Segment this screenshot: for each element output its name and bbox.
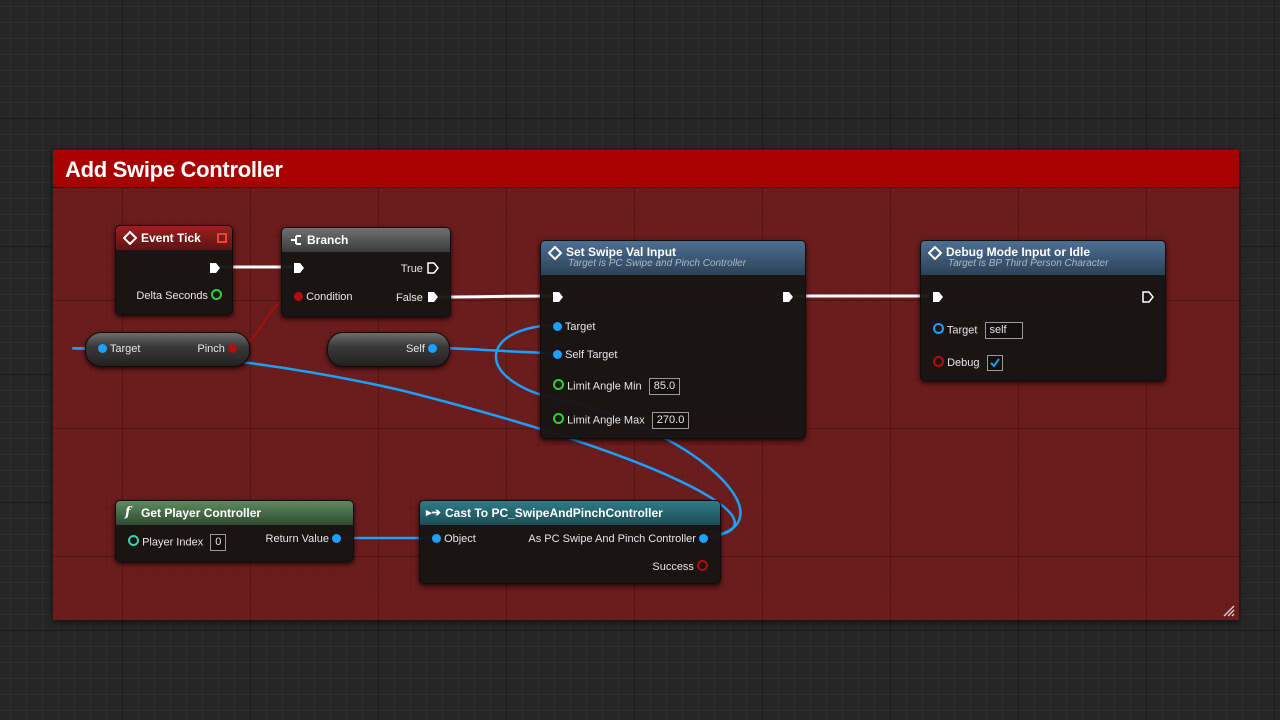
object-pin-icon[interactable] xyxy=(699,534,708,543)
target-label: Target xyxy=(564,321,596,333)
object-pin-icon[interactable] xyxy=(933,323,944,335)
bool-pin-icon[interactable] xyxy=(933,355,944,367)
false-pin[interactable]: False xyxy=(396,290,440,305)
checkmark-icon xyxy=(989,358,1000,368)
float-pin-icon[interactable] xyxy=(553,379,564,391)
debug-mode-node[interactable]: Debug Mode Input or Idle Target is BP Th… xyxy=(920,240,1166,381)
target-pin[interactable]: Target self xyxy=(933,322,1023,339)
object-pin-icon[interactable] xyxy=(428,344,437,353)
float-pin-icon[interactable] xyxy=(553,413,564,425)
self-label: Self xyxy=(405,343,425,355)
exec-out-pin[interactable] xyxy=(781,290,795,304)
branch-node[interactable]: Branch True Condition False xyxy=(281,227,451,317)
debug-pin[interactable]: Debug xyxy=(933,355,1003,371)
target-label: Target xyxy=(109,343,141,355)
exec-out-pin[interactable] xyxy=(208,261,222,275)
return-value-label: Return Value xyxy=(265,533,329,545)
set-swipe-val-input-node[interactable]: Set Swipe Val Input Target is PC Swipe a… xyxy=(540,240,806,439)
exec-in-pin[interactable] xyxy=(551,290,565,304)
branch-title: Branch xyxy=(307,233,349,247)
function-icon: f xyxy=(125,505,131,520)
player-index-label: Player Index xyxy=(142,536,204,549)
self-target-label: Self Target xyxy=(565,349,618,361)
cast-header[interactable]: ▸➔ Cast To PC_SwipeAndPinchController xyxy=(420,501,720,525)
stop-icon xyxy=(217,233,227,243)
branch-header[interactable]: Branch xyxy=(282,228,450,252)
event-tick-title: Event Tick xyxy=(141,231,201,245)
target-pinch-node[interactable]: Target Pinch xyxy=(85,332,250,367)
object-pin-icon[interactable] xyxy=(98,344,107,353)
function-diamond-icon xyxy=(928,246,942,260)
pinch-pin[interactable]: Pinch xyxy=(197,342,237,356)
debug-mode-header[interactable]: Debug Mode Input or Idle Target is BP Th… xyxy=(921,241,1165,275)
object-pin-icon[interactable] xyxy=(432,534,441,543)
bool-pin-icon[interactable] xyxy=(228,344,237,353)
exec-in-pin[interactable] xyxy=(931,290,945,304)
as-controller-label: As PC Swipe And Pinch Controller xyxy=(528,533,696,545)
set-swipe-header[interactable]: Set Swipe Val Input Target is PC Swipe a… xyxy=(541,241,805,275)
debug-checkbox[interactable] xyxy=(986,355,1003,371)
player-index-pin[interactable]: Player Index 0 xyxy=(128,534,227,551)
bool-pin-icon[interactable] xyxy=(294,292,303,301)
object-pin-icon[interactable] xyxy=(332,534,341,543)
condition-label: Condition xyxy=(306,291,353,303)
debug-mode-subtitle: Target is BP Third Person Character xyxy=(948,258,1109,269)
target-label: Target xyxy=(946,324,978,337)
comment-title: Add Swipe Controller xyxy=(65,157,283,182)
event-diamond-icon xyxy=(123,231,137,245)
target-value-input[interactable]: self xyxy=(984,322,1023,339)
get-player-controller-header[interactable]: f Get Player Controller xyxy=(116,501,353,525)
player-index-input[interactable]: 0 xyxy=(210,534,227,551)
bool-pin-icon[interactable] xyxy=(697,560,708,571)
set-swipe-title: Set Swipe Val Input xyxy=(566,245,677,259)
target-pin[interactable]: Target xyxy=(553,320,595,334)
pinch-label: Pinch xyxy=(197,343,225,355)
cast-arrow-icon: ▸➔ xyxy=(426,507,441,519)
event-tick-node[interactable]: Event Tick Delta Seconds xyxy=(115,225,233,315)
get-player-controller-node[interactable]: f Get Player Controller Player Index 0 R… xyxy=(115,500,354,562)
event-tick-header[interactable]: Event Tick xyxy=(116,226,232,250)
return-value-pin[interactable]: Return Value xyxy=(266,532,341,546)
object-label: Object xyxy=(444,533,476,545)
comment-title-bar[interactable]: Add Swipe Controller xyxy=(53,150,1239,188)
self-node[interactable]: Self xyxy=(327,332,450,367)
as-controller-pin[interactable]: As PC Swipe And Pinch Controller xyxy=(528,532,708,546)
object-pin-icon[interactable] xyxy=(553,350,562,359)
false-label: False xyxy=(396,292,423,304)
limit-angle-max-input[interactable]: 270.0 xyxy=(651,412,690,429)
delta-seconds-pin[interactable]: Delta Seconds xyxy=(136,289,222,303)
success-pin[interactable]: Success xyxy=(652,560,708,574)
exec-in-pin[interactable] xyxy=(292,261,306,275)
true-pin[interactable]: True xyxy=(401,261,440,276)
float-pin-icon[interactable] xyxy=(211,289,222,300)
debug-mode-title: Debug Mode Input or Idle xyxy=(946,245,1090,259)
target-pin[interactable]: Target xyxy=(98,342,140,356)
int-pin-icon[interactable] xyxy=(128,535,139,547)
cast-to-node[interactable]: ▸➔ Cast To PC_SwipeAndPinchController Ob… xyxy=(419,500,721,584)
exec-out-empty-icon[interactable] xyxy=(426,261,440,275)
limit-angle-max-pin[interactable]: Limit Angle Max 270.0 xyxy=(553,412,690,429)
limit-angle-min-input[interactable]: 85.0 xyxy=(648,378,681,395)
debug-label: Debug xyxy=(947,356,980,369)
limit-max-label: Limit Angle Max xyxy=(567,414,645,427)
delta-seconds-label: Delta Seconds xyxy=(136,290,208,302)
resize-grip-icon[interactable] xyxy=(1223,605,1235,617)
exec-out-icon[interactable] xyxy=(426,290,440,304)
condition-pin[interactable]: Condition xyxy=(294,290,353,304)
object-pin-icon[interactable] xyxy=(553,322,562,331)
get-player-controller-title: Get Player Controller xyxy=(141,506,262,520)
limit-min-label: Limit Angle Min xyxy=(567,380,642,393)
function-diamond-icon xyxy=(548,246,562,260)
limit-angle-min-pin[interactable]: Limit Angle Min 85.0 xyxy=(553,378,681,395)
set-swipe-subtitle: Target is PC Swipe and Pinch Controller xyxy=(568,258,747,269)
branch-icon xyxy=(291,235,301,245)
self-target-pin[interactable]: Self Target xyxy=(553,348,617,362)
self-pin[interactable]: Self xyxy=(406,342,437,356)
cast-title: Cast To PC_SwipeAndPinchController xyxy=(445,506,663,520)
success-label: Success xyxy=(652,561,694,573)
object-pin[interactable]: Object xyxy=(432,532,476,546)
exec-out-empty-pin[interactable] xyxy=(1141,290,1155,304)
true-label: True xyxy=(400,263,423,275)
